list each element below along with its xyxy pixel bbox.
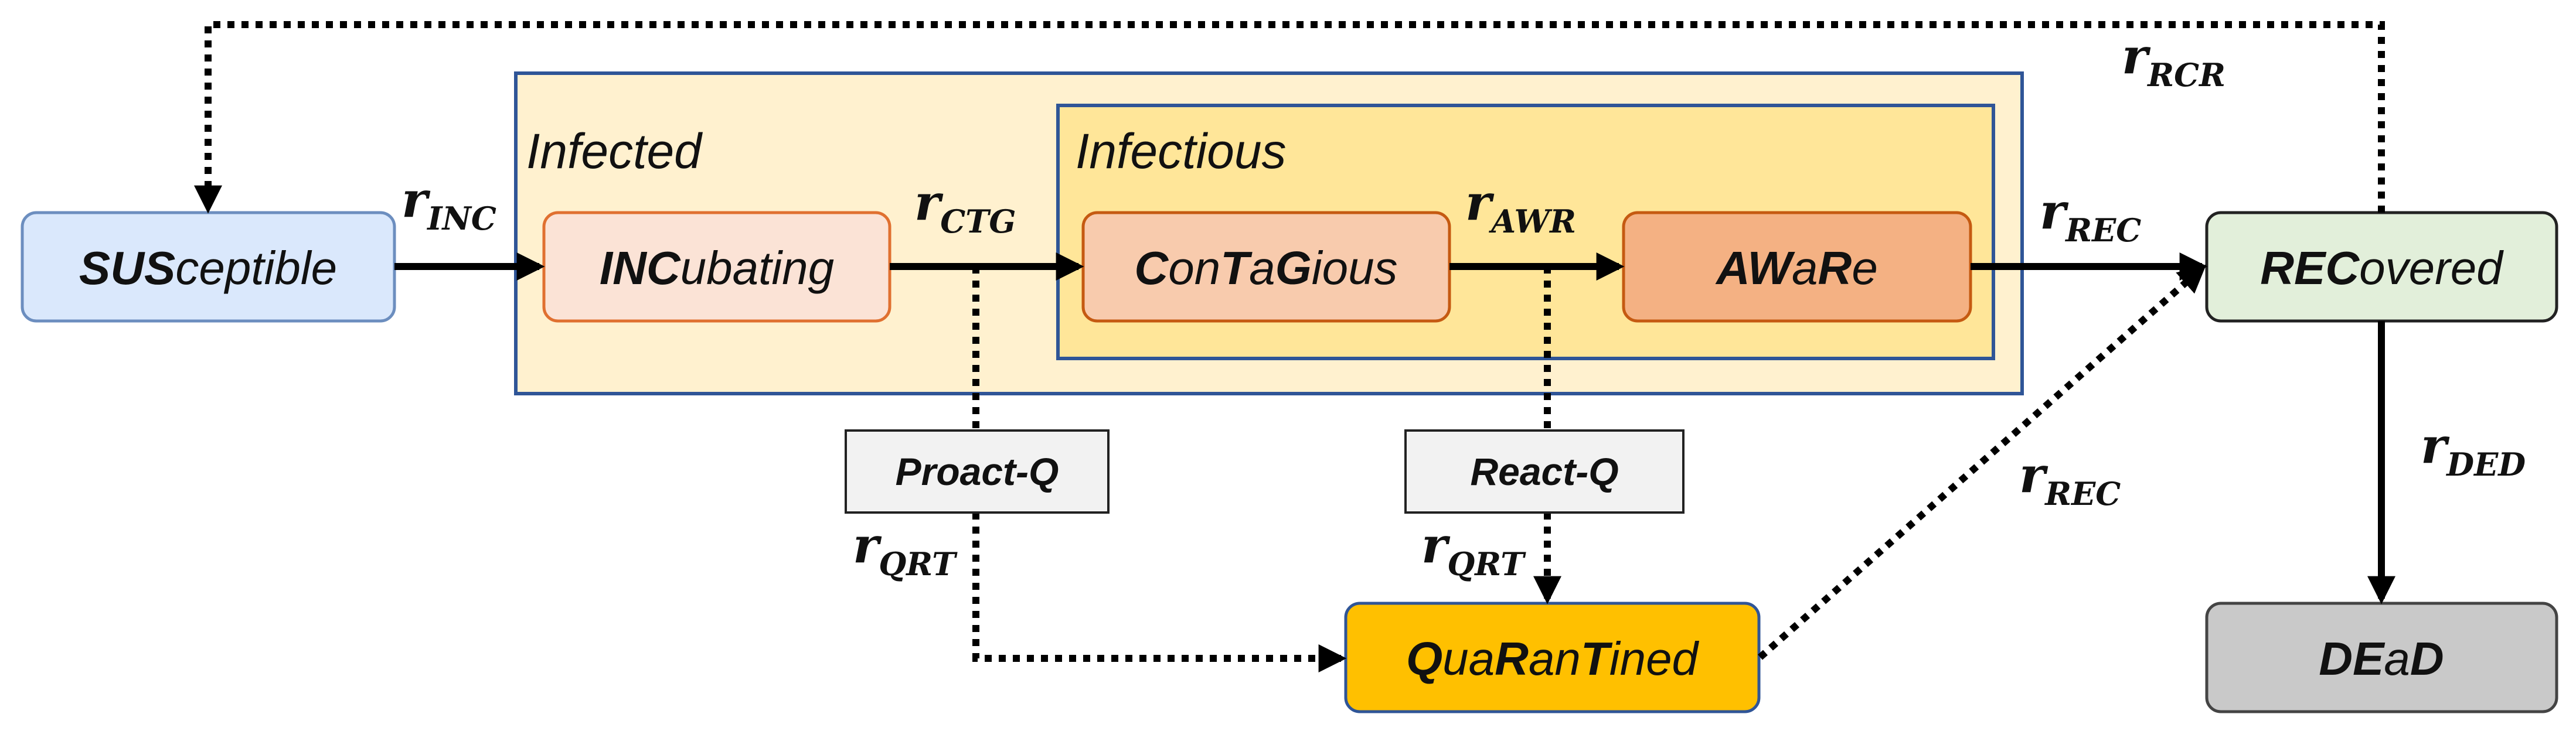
infectious-group-title: Infectious (1076, 124, 1287, 179)
quarantined-label-part-0: Q (1406, 633, 1442, 685)
susceptible-label-part-0: SUS (79, 242, 176, 294)
aware-state-label: AWaRe (1715, 242, 1878, 294)
contagious-label-part-1: on (1168, 242, 1220, 294)
contagious-label-part-3: a (1249, 242, 1275, 294)
proact-q-box (845, 429, 1110, 514)
rate-rcr-label: rRCR (2122, 27, 2225, 94)
contagious-label-part-2: T (1220, 242, 1253, 294)
dead-label-part-1: a (2384, 633, 2410, 685)
susceptible-label-part-1: ceptible (175, 242, 337, 294)
contagious-state-label: ConTaGious (1134, 242, 1397, 294)
arrow-proact-q-to-quarantined (972, 513, 1347, 672)
dead-label-part-0: DE (2319, 633, 2386, 685)
rate-awr-label: rAWR (1465, 173, 1576, 240)
contagious-label-part-4: G (1275, 242, 1312, 294)
dead-state-label: DEaD (2319, 633, 2444, 685)
aware-label-part-0: AW (1715, 242, 1795, 294)
dead-label-part-2: D (2410, 633, 2444, 685)
rate-inc-label: rINC (401, 170, 496, 237)
quarantined-label-part-2: R (1495, 633, 1529, 685)
aware-label-part-3: e (1852, 242, 1878, 294)
rate-qrt-proact-label: rQRT (853, 516, 958, 583)
quarantined-label-part-3: an (1529, 633, 1581, 685)
react-q-label: React-Q (1470, 450, 1618, 493)
quarantined-label-part-4: T (1581, 633, 1613, 685)
proact-q-label: Proact-Q (896, 450, 1059, 493)
recovered-state-label: RECovered (2260, 242, 2504, 294)
arrow-recovered-to-susceptible (194, 21, 2385, 214)
rate-qrt-react-label: rQRT (1421, 516, 1526, 583)
rate-ded-label: rDED (2421, 416, 2526, 483)
quarantined-state-label: QuaRanTined (1406, 633, 1700, 685)
quarantined-label-part-1: ua (1442, 633, 1495, 685)
recovered-label-part-1: overed (2359, 242, 2504, 294)
quarantined-label-part-5: ined (1609, 633, 1700, 685)
rate-ctg-label: rCTG (914, 173, 1016, 240)
recovered-label-part-0: REC (2260, 242, 2360, 294)
infected-group-title: Infected (526, 124, 703, 179)
rate-rec-quarantine-label: rREC (2019, 446, 2121, 513)
contagious-label-part-0: C (1134, 242, 1169, 294)
incubating-state-label: INCubating (600, 242, 834, 294)
incubating-label-part-0: INC (600, 242, 681, 294)
susceptible-state-label: SUSceptible (79, 242, 337, 294)
react-q-box (1404, 429, 1685, 514)
aware-label-part-2: R (1818, 242, 1852, 294)
incubating-label-part-1: ubating (680, 242, 834, 294)
aware-label-part-1: a (1792, 242, 1818, 294)
contagious-label-part-5: ious (1312, 242, 1398, 294)
rate-rec-main-label: rREC (2040, 182, 2141, 249)
